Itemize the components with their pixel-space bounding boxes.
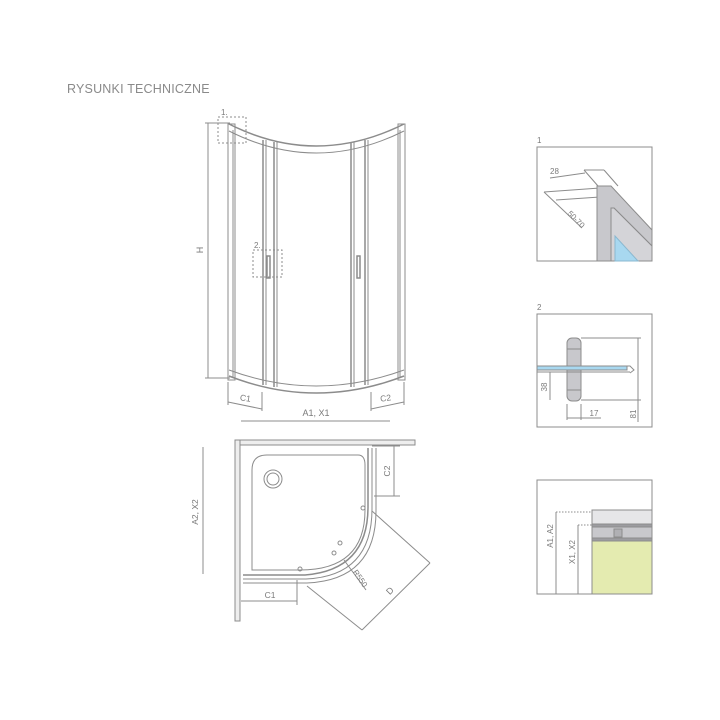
plan-view (202, 439, 431, 631)
depth-label: A2, X2 (190, 499, 200, 525)
detail-2 (536, 313, 653, 428)
front-view (205, 116, 406, 422)
page-title: RYSUNKI TECHNICZNE (67, 82, 210, 96)
detail-2-number: 2 (537, 303, 542, 312)
detail-3-outer-label: A1, A2 (546, 524, 555, 548)
entry-label: D (384, 585, 396, 597)
radius-label: R550 (351, 568, 370, 589)
detail-3 (536, 479, 653, 595)
detail-1-dim-50-70: 50-70 (566, 209, 587, 230)
detail-1-dim-28: 28 (550, 167, 559, 176)
plan-c2-label: C2 (382, 465, 392, 476)
detail-2-labels: 2 38 17 81 (537, 303, 638, 418)
callout-1-label: 1. (221, 108, 228, 117)
detail-1-labels: 1 28 50-70 (537, 136, 587, 230)
callout-2-label: 2. (254, 241, 261, 250)
c2-label: C2 (380, 392, 392, 403)
width-label: A1, X1 (302, 408, 329, 418)
detail-3-labels: A1, A2 X1, X2 (546, 524, 577, 564)
front-view-labels: 1. 2. H C1 C2 A1, X1 (195, 108, 392, 418)
c1-label: C1 (239, 392, 251, 403)
detail-1-number: 1 (537, 136, 542, 145)
detail-1 (536, 146, 653, 262)
detail-2-dim-17: 17 (590, 409, 599, 418)
detail-2-dim-38: 38 (540, 382, 549, 391)
plan-c1-label: C1 (265, 590, 276, 600)
height-label: H (195, 247, 205, 254)
detail-3-inner-label: X1, X2 (568, 539, 577, 564)
detail-2-dim-81: 81 (629, 409, 638, 418)
